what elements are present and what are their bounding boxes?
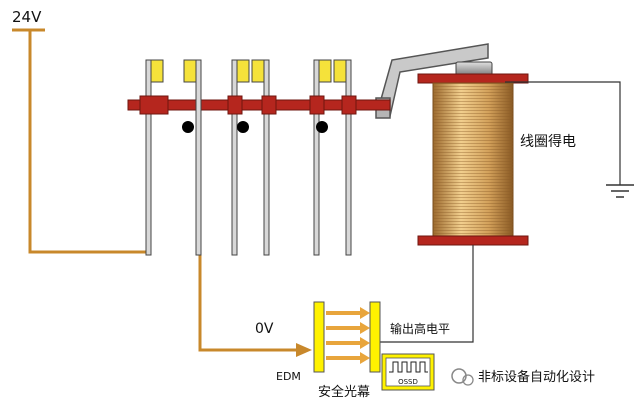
relay-coil	[417, 61, 529, 246]
zero-volt-wire	[198, 252, 312, 357]
pivot-dot-2	[237, 121, 249, 133]
contact-group-2	[227, 59, 277, 256]
supply-voltage-label: 24V	[12, 8, 42, 26]
ossd-label: OSSD	[398, 378, 418, 386]
light-curtain	[313, 301, 381, 373]
light-curtain-label: 安全光幕	[318, 384, 370, 400]
pulse-waveform-icon	[389, 361, 428, 373]
coil-energized-label: 线圈得电	[520, 133, 576, 150]
light-beams	[326, 307, 370, 364]
wechat-icon	[451, 368, 467, 384]
supply-wire	[12, 28, 148, 254]
pivot-dot-1	[182, 121, 194, 133]
ossd-box: OSSD	[381, 353, 435, 391]
contact-group-1	[139, 59, 202, 256]
zero-volt-label: 0V	[255, 321, 274, 337]
edm-label: EDM	[276, 370, 301, 383]
ground-symbol	[505, 81, 634, 198]
watermark-text: 非标设备自动化设计	[478, 369, 595, 385]
watermark: 非标设备自动化设计	[451, 368, 595, 386]
contact-group-3	[309, 59, 357, 256]
pivot-dot-3	[316, 121, 328, 133]
actuator-rod	[127, 99, 391, 111]
output-wire	[378, 245, 474, 343]
output-high-label: 输出高电平	[390, 321, 450, 336]
